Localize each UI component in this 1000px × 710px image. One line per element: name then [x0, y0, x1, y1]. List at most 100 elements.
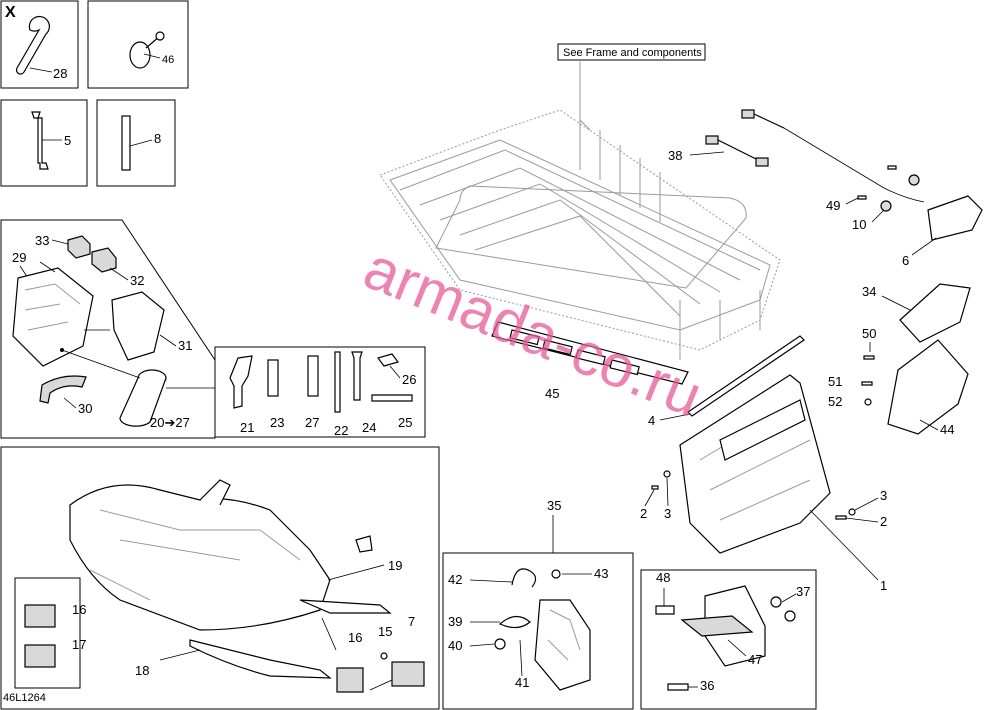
- cargo-rack: [379, 109, 781, 360]
- tool-box-label: X: [5, 4, 16, 21]
- part-label-30[interactable]: 30: [78, 401, 92, 416]
- part-label-39[interactable]: 39: [448, 614, 462, 629]
- storage-bag-1: 1 2 3 3 2: [640, 374, 887, 593]
- part-label-22[interactable]: 22: [334, 423, 348, 438]
- part-label-17[interactable]: 17: [72, 637, 86, 652]
- kit-7-icon: [391, 661, 425, 687]
- rail-45: 45: [491, 321, 689, 401]
- part-label-2a[interactable]: 2: [640, 506, 647, 521]
- part-label-15[interactable]: 15: [378, 624, 392, 639]
- decal-16b-icon: [336, 667, 364, 693]
- part-label-5[interactable]: 5: [64, 133, 71, 148]
- part-label-7[interactable]: 7: [408, 614, 415, 629]
- wrench-box: X 28: [0, 0, 79, 89]
- storage-box-group: 33 29 32 31 30 20➔27: [0, 219, 216, 439]
- part-label-32[interactable]: 32: [130, 273, 144, 288]
- part-label-3b[interactable]: 3: [880, 488, 887, 503]
- strip-4: 4: [648, 335, 805, 428]
- bracket-box: 48 47 37 36: [640, 569, 817, 710]
- part-label-42[interactable]: 42: [448, 572, 462, 587]
- part-label-44[interactable]: 44: [940, 422, 954, 437]
- strap-30-icon: [39, 375, 87, 404]
- decal-17-icon: [24, 644, 56, 668]
- part-label-27[interactable]: 27: [305, 415, 319, 430]
- open-wrench-icon: [31, 111, 49, 170]
- fuse-23-icon: [267, 359, 279, 397]
- part-label-52[interactable]: 52: [828, 394, 842, 409]
- hex-key-icon: [121, 115, 131, 171]
- part-label-51[interactable]: 51: [828, 374, 842, 389]
- cap-33-icon: [67, 235, 91, 259]
- frame-reference-label[interactable]: See Frame and components: [563, 47, 702, 59]
- part-label-10[interactable]: 10: [852, 217, 866, 232]
- hex-key-box: 8: [96, 99, 176, 187]
- spanner-wrench-icon: [15, 15, 50, 75]
- fuse-27-icon: [307, 355, 319, 397]
- part-label-34[interactable]: 34: [862, 284, 876, 299]
- part-label-19[interactable]: 19: [388, 558, 402, 573]
- part-label-35[interactable]: 35: [547, 498, 561, 513]
- clip-42-icon: [511, 568, 537, 588]
- part-label-40[interactable]: 40: [448, 638, 462, 653]
- part-label-8[interactable]: 8: [154, 131, 161, 146]
- part-label-48[interactable]: 48: [656, 570, 670, 585]
- part-label-18[interactable]: 18: [135, 663, 149, 678]
- part-label-6[interactable]: 6: [902, 253, 909, 268]
- part-label-4[interactable]: 4: [648, 413, 655, 428]
- decal-19-icon: [355, 535, 373, 553]
- tool-21-icon: [229, 355, 253, 409]
- snowmobile-body-icon: [69, 484, 331, 631]
- hitch-box: 35 42 43 39 40 41: [442, 498, 634, 710]
- plate-47-icon: [680, 615, 754, 637]
- part-label-31[interactable]: 31: [178, 338, 192, 353]
- pad-31-icon: [111, 291, 165, 361]
- decal-16-icon: [24, 604, 56, 628]
- part-label-49[interactable]: 49: [826, 198, 840, 213]
- hitch-body-icon: [534, 599, 591, 691]
- suction-cup-icon: [129, 41, 151, 69]
- storage-case-icon: [12, 267, 94, 367]
- ski-right-icon: [299, 599, 392, 614]
- part-label-38[interactable]: 38: [668, 148, 682, 163]
- part-label-47[interactable]: 47: [748, 652, 762, 667]
- snowmobile-box: 19 16 17 18 16 15 7 46L1264: [0, 446, 440, 710]
- frame-reference: See Frame and components: [557, 43, 706, 131]
- mudflap-assembly: 34 44 50 51 52: [828, 283, 971, 437]
- part-label-3a[interactable]: 3: [664, 506, 671, 521]
- screwdriver-22-icon: [334, 351, 341, 413]
- drawing-id: 46L1264: [3, 692, 46, 704]
- part-label-33[interactable]: 33: [35, 233, 49, 248]
- part-label-28[interactable]: 28: [53, 66, 67, 81]
- part-label-1[interactable]: 1: [880, 578, 887, 593]
- part-label-25[interactable]: 25: [398, 415, 412, 430]
- cap-32-icon: [91, 247, 117, 273]
- decal-sheet-box: [14, 577, 81, 689]
- wrench-24-icon: [351, 351, 363, 401]
- part-label-26[interactable]: 26: [402, 372, 416, 387]
- bolt-48-icon: [655, 605, 675, 615]
- part-label-16b[interactable]: 16: [348, 630, 362, 645]
- part-label-43[interactable]: 43: [594, 566, 608, 581]
- part-label-37[interactable]: 37: [796, 584, 810, 599]
- part-label-45[interactable]: 45: [545, 386, 559, 401]
- part-label-16a[interactable]: 16: [72, 602, 86, 617]
- part-label-24[interactable]: 24: [362, 420, 376, 435]
- part-label-36[interactable]: 36: [700, 678, 714, 693]
- clip-26-icon: [376, 353, 400, 367]
- open-wrench-box: 5: [0, 99, 88, 187]
- part-label-29[interactable]: 29: [12, 250, 26, 265]
- tool-kit-box: 21 23 27 22 24 25 26: [214, 346, 426, 438]
- spring-39-icon: [498, 615, 531, 629]
- part-label-21[interactable]: 21: [240, 420, 254, 435]
- part-label-range: 20➔27: [150, 415, 190, 430]
- cord-25-icon: [371, 394, 413, 402]
- taillight-icon: [927, 195, 983, 241]
- part-label-46[interactable]: 46: [162, 54, 174, 66]
- suction-cup-box: 46: [87, 0, 189, 89]
- part-label-50[interactable]: 50: [862, 326, 876, 341]
- part-label-41[interactable]: 41: [515, 675, 529, 690]
- part-label-23[interactable]: 23: [270, 415, 284, 430]
- part-label-2b[interactable]: 2: [880, 514, 887, 529]
- flap-44-icon: [887, 339, 969, 435]
